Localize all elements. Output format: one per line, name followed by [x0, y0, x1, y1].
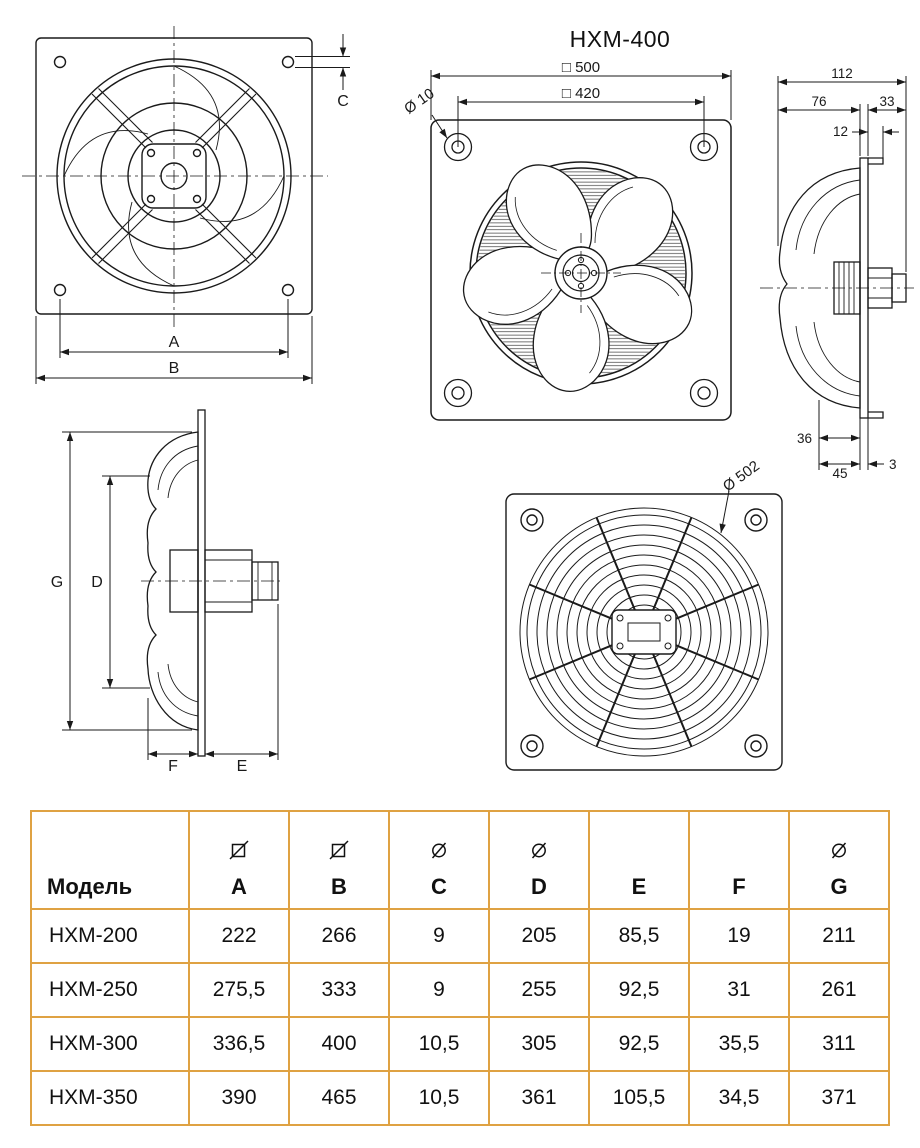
grille-spokes — [63, 65, 285, 287]
value-cell: 255 — [488, 962, 590, 1018]
col-letter: F — [732, 874, 746, 899]
dim-label-33: 33 — [879, 94, 894, 109]
table-row: HXM-350 390 465 10,5 361 105,5 34,5 371 — [30, 1070, 890, 1126]
value-cell: 31 — [688, 962, 790, 1018]
col-header-f: F — [688, 810, 790, 910]
table-header-row: Модель A B C — [30, 810, 890, 910]
value-cell: 9 — [388, 962, 490, 1018]
square-slash-icon — [229, 839, 249, 861]
model-cell: HXM-350 — [30, 1070, 190, 1126]
col-letter: B — [331, 874, 347, 899]
dimension-lines — [62, 431, 279, 760]
model-cell: HXM-300 — [30, 1016, 190, 1072]
col-letter: A — [231, 874, 247, 899]
value-cell: 35,5 — [688, 1016, 790, 1072]
model-cell: HXM-250 — [30, 962, 190, 1018]
value-cell: 275,5 — [188, 962, 290, 1018]
dim-label-c: C — [337, 93, 349, 110]
motor-mount — [611, 609, 677, 655]
dimension-lines — [35, 34, 350, 384]
col-header-c: C — [388, 810, 490, 910]
col-header-g: G — [788, 810, 890, 910]
dim-label-f: F — [168, 758, 178, 775]
guard-grille-spokes — [529, 517, 759, 747]
col-header-a: A — [188, 810, 290, 910]
col-letter: C — [431, 874, 447, 899]
dim-label-g: G — [51, 574, 63, 591]
dim-label-502: Ø 502 — [720, 458, 763, 495]
leader-line — [719, 490, 730, 534]
col-header-b: B — [288, 810, 390, 910]
drawing-rear-view: Ø 502 — [505, 458, 783, 771]
value-cell: 400 — [288, 1016, 390, 1072]
dim-label-a: A — [169, 334, 180, 351]
table-row: HXM-300 336,5 400 10,5 305 92,5 35,5 311 — [30, 1016, 890, 1072]
value-cell: 92,5 — [588, 962, 690, 1018]
value-cell: 305 — [488, 1016, 590, 1072]
col-letter: E — [631, 874, 647, 899]
value-cell: 361 — [488, 1070, 590, 1126]
value-cell: 333 — [288, 962, 390, 1018]
value-cell: 92,5 — [588, 1016, 690, 1072]
col-letter: D — [531, 874, 547, 899]
value-cell: 19 — [688, 908, 790, 964]
col-letter: G — [830, 874, 848, 899]
drawing-profile-view: G D F E — [51, 409, 280, 775]
table-row: HXM-200 222 266 9 205 85,5 19 211 — [30, 908, 890, 964]
drawing-front-view-fan: □ 500 □ 420 Ø 10 — [401, 59, 732, 421]
dim-label-d: D — [91, 574, 103, 591]
screw-holes — [443, 132, 719, 408]
value-cell: 266 — [288, 908, 390, 964]
dim-label-76: 76 — [811, 94, 826, 109]
dim-label-b: B — [169, 360, 180, 377]
table-row: HXM-250 275,5 333 9 255 92,5 31 261 — [30, 962, 890, 1018]
model-header-cell: Модель — [30, 810, 190, 910]
dim-label-3: 3 — [889, 457, 897, 472]
diameter-icon — [829, 839, 849, 861]
spec-table: Модель A B C — [30, 810, 890, 1126]
value-cell: 9 — [388, 908, 490, 964]
square-slash-icon — [329, 839, 349, 861]
drawing-side-view: 112 76 33 12 36 45 3 — [760, 66, 914, 481]
model-header-label: Модель — [47, 874, 133, 899]
dimension-lines — [777, 76, 907, 470]
profile-body — [146, 409, 279, 757]
dim-label-112: 112 — [831, 66, 853, 81]
dim-label-36: 36 — [797, 431, 812, 446]
value-cell: 261 — [788, 962, 890, 1018]
value-cell: 371 — [788, 1070, 890, 1126]
value-cell: 390 — [188, 1070, 290, 1126]
value-cell: 85,5 — [588, 908, 690, 964]
dim-label-e: E — [237, 758, 248, 775]
value-cell: 10,5 — [388, 1016, 490, 1072]
value-cell: 311 — [788, 1016, 890, 1072]
dim-label-12: 12 — [833, 124, 848, 139]
value-cell: 336,5 — [188, 1016, 290, 1072]
rear-plate — [505, 493, 783, 771]
value-cell: 10,5 — [388, 1070, 490, 1126]
dimension-lines — [430, 70, 732, 147]
value-cell: 222 — [188, 908, 290, 964]
dim-label-500: □ 500 — [562, 59, 600, 76]
col-header-d: D — [488, 810, 590, 910]
drawing-front-view-dimensions: C A B — [22, 26, 350, 384]
value-cell: 205 — [488, 908, 590, 964]
fan-hub — [541, 233, 621, 313]
guard-grille-rings — [519, 507, 769, 757]
value-cell: 211 — [788, 908, 890, 964]
diameter-icon — [529, 839, 549, 861]
centerlines — [22, 26, 328, 328]
dim-label-420: □ 420 — [562, 85, 600, 102]
value-cell: 465 — [288, 1070, 390, 1126]
fan-blades — [462, 164, 693, 392]
col-header-e: E — [588, 810, 690, 910]
page-title: HXM-400 — [569, 26, 671, 52]
model-cell: HXM-200 — [30, 908, 190, 964]
dim-label-45: 45 — [832, 466, 847, 481]
dim-label-hole-diameter: Ø 10 — [401, 85, 437, 118]
value-cell: 105,5 — [588, 1070, 690, 1126]
diameter-icon — [429, 839, 449, 861]
value-cell: 34,5 — [688, 1070, 790, 1126]
